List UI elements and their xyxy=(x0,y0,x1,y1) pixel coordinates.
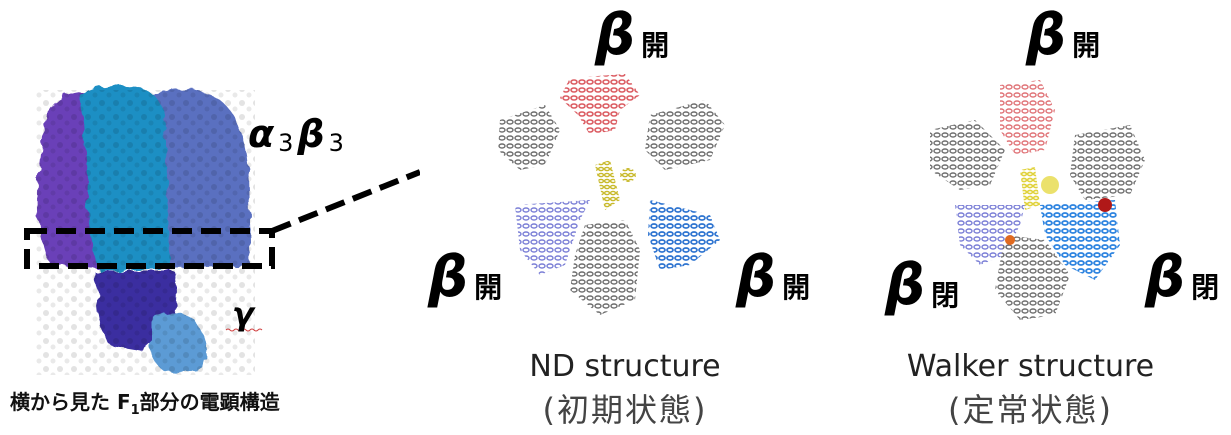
em-density-map-illustration xyxy=(24,85,420,375)
beta-label-top: β 開 xyxy=(1026,8,1100,64)
beta-label-bottom-right: β 閉 xyxy=(1145,250,1219,306)
beta-symbol: β xyxy=(885,253,926,318)
subscript-3: 3 xyxy=(278,129,294,157)
beta-symbol: β xyxy=(297,112,325,156)
leader-line xyxy=(270,169,420,234)
beta-label-bottom-left: β 開 xyxy=(428,250,502,306)
state-open: 開 xyxy=(1072,29,1101,62)
state-open: 開 xyxy=(641,29,670,62)
walker-structure-title: Walker structure xyxy=(906,349,1155,384)
state-open: 開 xyxy=(782,271,811,304)
walker-structure-panel: β 開 β 閉 β 閉 Walker structure (定常状態) xyxy=(830,0,1231,435)
caption-prefix: 横から見た F xyxy=(10,390,131,414)
beta-label-top: β 開 xyxy=(595,8,669,64)
beta-label-bottom-right: β 開 xyxy=(736,250,810,306)
beta-symbol: β xyxy=(736,245,777,310)
alpha-symbol: α xyxy=(248,112,275,156)
em-structure-caption: 横から見た F1部分の電顕構造 xyxy=(10,386,280,418)
walker-ribbon-illustration xyxy=(930,80,1145,320)
nd-structure-subtitle: (初期状態) xyxy=(542,391,708,429)
selection-box xyxy=(24,228,275,269)
state-closed: 閉 xyxy=(931,279,960,312)
state-open: 開 xyxy=(474,271,503,304)
nd-ribbon-illustration xyxy=(498,74,725,315)
subscript-3: 3 xyxy=(328,129,344,157)
beta-symbol: β xyxy=(595,3,636,68)
gamma-label: γ xyxy=(232,295,254,333)
state-closed: 閉 xyxy=(1191,271,1220,304)
caption-suffix: 部分の電顕構造 xyxy=(139,390,280,414)
beta-symbol: β xyxy=(1145,245,1186,310)
beta-symbol: β xyxy=(1026,3,1067,68)
caption-subscript: 1 xyxy=(130,403,140,418)
nd-structure-panel: β 開 β 開 β 開 ND structure (初期状態) xyxy=(420,0,830,435)
walker-structure-subtitle: (定常状態) xyxy=(948,391,1113,429)
beta-label-bottom-left: β 閉 xyxy=(885,258,959,314)
nd-structure-title: ND structure xyxy=(529,349,721,384)
beta-symbol: β xyxy=(428,245,469,310)
